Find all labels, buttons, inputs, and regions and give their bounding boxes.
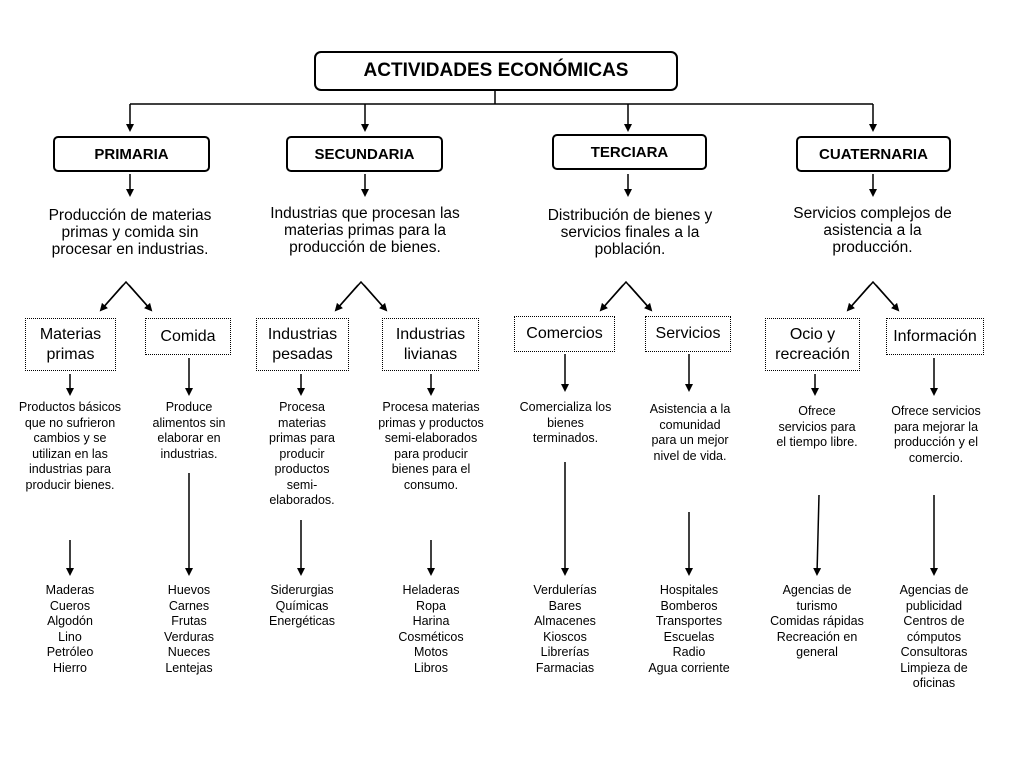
example-item: Carnes <box>168 598 210 613</box>
example-item: Cosméticos <box>398 629 464 644</box>
example-item: Ropa <box>416 598 446 613</box>
example-item: Recreación en general <box>776 629 858 660</box>
example-item: Maderas <box>45 583 95 597</box>
sector-secundaria: SECUNDARIA <box>286 136 443 172</box>
detail-servicios: Asistencia a la comunidad para un mejor … <box>649 402 731 463</box>
example-item: Centros de cómputos <box>903 614 965 644</box>
category-comida: Comida <box>145 318 231 355</box>
example-item: Verduras <box>163 629 215 644</box>
root-title: ACTIVIDADES ECONÓMICAS <box>314 51 678 91</box>
example-item: Comidas rápidas <box>770 614 864 628</box>
examples-informacion: Agencias de publicidad Centros de cómput… <box>886 583 982 692</box>
detail-informacion: Ofrece servicios para mejorar la producc… <box>891 404 981 465</box>
example-item: Harina <box>412 614 450 628</box>
category-materias-primas: Materias primas <box>25 318 116 371</box>
example-item: Radio <box>672 645 706 659</box>
examples-servicios: Hospitales Bomberos Transportes Escuelas… <box>636 583 742 676</box>
category-comercios: Comercios <box>514 316 615 352</box>
detail-industrias-livianas: Procesa materias primas y productos semi… <box>378 400 484 492</box>
example-item: Cueros <box>49 598 91 613</box>
example-item: Petróleo <box>46 645 94 659</box>
detail-ocio-recreacion: Ofrece servicios para el tiempo libre. <box>776 404 858 449</box>
category-industrias-pesadas: Industrias pesadas <box>256 318 349 371</box>
example-item: Lino <box>58 629 82 644</box>
example-item: Hospitales <box>659 583 719 597</box>
example-item: Verdulerías <box>533 583 597 597</box>
description-primaria: Producción de materias primas y comida s… <box>48 207 212 258</box>
example-item: Transportes <box>655 614 723 628</box>
sector-primaria: PRIMARIA <box>53 136 210 172</box>
examples-industrias-livianas: Heladeras Ropa Harina Cosméticos Motos L… <box>381 583 481 676</box>
detail-comida: Produce alimentos sin elaborar en indust… <box>152 400 226 461</box>
sector-cuaternaria: CUATERNARIA <box>796 136 951 172</box>
example-item: Librerías <box>540 645 590 659</box>
examples-materias-primas: Maderas Cueros Algodón Lino Petróleo Hie… <box>20 583 120 676</box>
example-item: Frutas <box>171 614 207 628</box>
example-item: Agencias de publicidad <box>899 583 969 613</box>
example-item: Consultoras <box>900 645 968 659</box>
detail-materias-primas: Productos básicos que no sufrieron cambi… <box>18 400 122 492</box>
example-item: Motos <box>413 645 449 659</box>
description-terciara: Distribución de bienes y servicios final… <box>547 207 713 258</box>
description-secundaria: Industrias que procesan las materias pri… <box>270 205 460 256</box>
description-cuaternaria: Servicios complejos de asistencia a la p… <box>793 205 952 256</box>
category-industrias-livianas: Industrias livianas <box>382 318 479 371</box>
example-item: Kioscos <box>543 629 587 644</box>
example-item: Escuelas <box>663 629 715 644</box>
example-item: Químicas <box>275 598 329 613</box>
example-item: Heladeras <box>402 583 460 597</box>
example-item: Bares <box>548 598 582 613</box>
example-item: Nueces <box>167 645 211 659</box>
examples-ocio-recreacion: Agencias de turismo Comidas rápidas Recr… <box>770 583 864 661</box>
example-item: Farmacias <box>535 660 595 675</box>
example-item: Lentejas <box>165 660 213 675</box>
example-item: Algodón <box>47 614 93 628</box>
example-item: Almacenes <box>534 614 596 628</box>
detail-comercios: Comercializa los bienes terminados. <box>519 400 612 445</box>
category-servicios: Servicios <box>645 316 731 352</box>
example-item: Bomberos <box>660 598 718 613</box>
example-item: Libros <box>413 660 449 675</box>
category-informacion: Información <box>886 318 984 355</box>
detail-industrias-pesadas: Procesa materias primas para producir pr… <box>269 400 335 507</box>
examples-comercios: Verdulerías Bares Almacenes Kioscos Libr… <box>515 583 615 676</box>
examples-comida: Huevos Carnes Frutas Verduras Nueces Len… <box>140 583 238 676</box>
example-item: Limpieza de oficinas <box>900 660 968 691</box>
sector-terciara: TERCIARA <box>552 134 707 170</box>
example-item: Siderurgias <box>270 583 334 597</box>
example-item: Hierro <box>52 660 88 675</box>
category-ocio-recreacion: Ocio y recreación <box>765 318 860 371</box>
example-item: Huevos <box>167 583 211 597</box>
example-item: Energéticas <box>268 614 335 628</box>
examples-industrias-pesadas: Siderurgias Químicas Energéticas <box>252 583 352 630</box>
example-item: Agencias de turismo <box>782 583 852 613</box>
example-item: Agua corriente <box>648 660 730 675</box>
